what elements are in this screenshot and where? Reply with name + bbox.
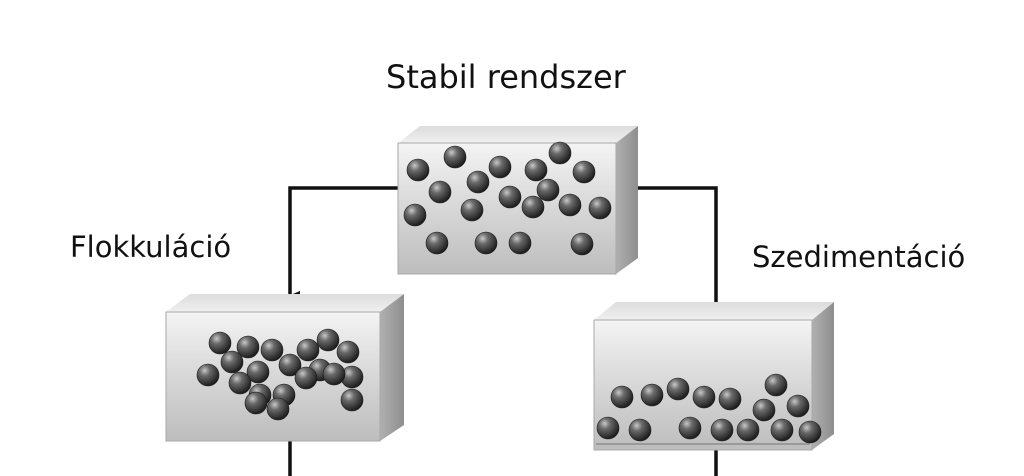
particle-sphere	[246, 360, 270, 384]
particle-sphere	[798, 420, 822, 444]
arrow-left-connector	[288, 186, 398, 301]
particle-sphere	[572, 160, 596, 184]
particle-sphere	[244, 391, 268, 415]
particle-sphere	[488, 155, 512, 179]
particle-sphere	[425, 231, 449, 255]
particle-sphere	[536, 178, 560, 202]
particle-sphere	[588, 196, 612, 220]
label-sedimentation: Szedimentáció	[752, 240, 966, 274]
particle-sphere	[322, 362, 346, 386]
particle-sphere	[786, 394, 810, 418]
particle-sphere	[294, 366, 318, 390]
particle-sphere	[296, 338, 320, 362]
particle-sphere	[718, 387, 742, 411]
particle-sphere	[220, 350, 244, 374]
particle-sphere	[524, 158, 548, 182]
particle-sphere	[266, 397, 290, 421]
particle-sphere	[260, 338, 284, 362]
particles-flocculated	[196, 328, 364, 421]
particle-sphere	[340, 388, 364, 412]
particle-sphere	[764, 373, 788, 397]
particle-sphere	[208, 331, 232, 355]
arrow-right-connector	[630, 186, 726, 315]
box-sedimentation	[593, 302, 834, 451]
particle-sphere	[610, 385, 634, 409]
box-stable-system	[397, 126, 638, 275]
particle-sphere	[521, 195, 545, 219]
label-flocculation: Flokkuláció	[70, 230, 232, 264]
particle-sphere	[628, 418, 652, 442]
particle-sphere	[498, 185, 522, 209]
box-flocculation	[165, 294, 404, 442]
particles-sedimented	[596, 373, 822, 444]
particle-sphere	[692, 385, 716, 409]
particle-sphere	[570, 232, 594, 256]
particles-dispersed	[403, 141, 612, 256]
particle-sphere	[316, 328, 340, 352]
particle-sphere	[666, 377, 690, 401]
particle-sphere	[474, 231, 498, 255]
particle-sphere	[558, 193, 582, 217]
particle-sphere	[548, 141, 572, 165]
particle-sphere	[278, 353, 302, 377]
particle-sphere	[460, 198, 484, 222]
particle-sphere	[710, 418, 734, 442]
particle-sphere	[336, 340, 360, 364]
particle-sphere	[752, 398, 776, 422]
particle-sphere	[770, 418, 794, 442]
particle-sphere	[406, 158, 430, 182]
particle-sphere	[596, 416, 620, 440]
particle-sphere	[466, 170, 490, 194]
particle-sphere	[640, 383, 664, 407]
particle-sphere	[428, 180, 452, 204]
particle-sphere	[403, 203, 427, 227]
particle-sphere	[236, 335, 260, 359]
particle-sphere	[508, 231, 532, 255]
particle-sphere	[736, 418, 760, 442]
particle-sphere	[678, 416, 702, 440]
particle-sphere	[228, 371, 252, 395]
diagram-title: Stabil rendszer	[386, 58, 626, 96]
connectors	[288, 186, 726, 476]
particle-sphere	[443, 145, 467, 169]
particle-sphere	[196, 363, 220, 387]
